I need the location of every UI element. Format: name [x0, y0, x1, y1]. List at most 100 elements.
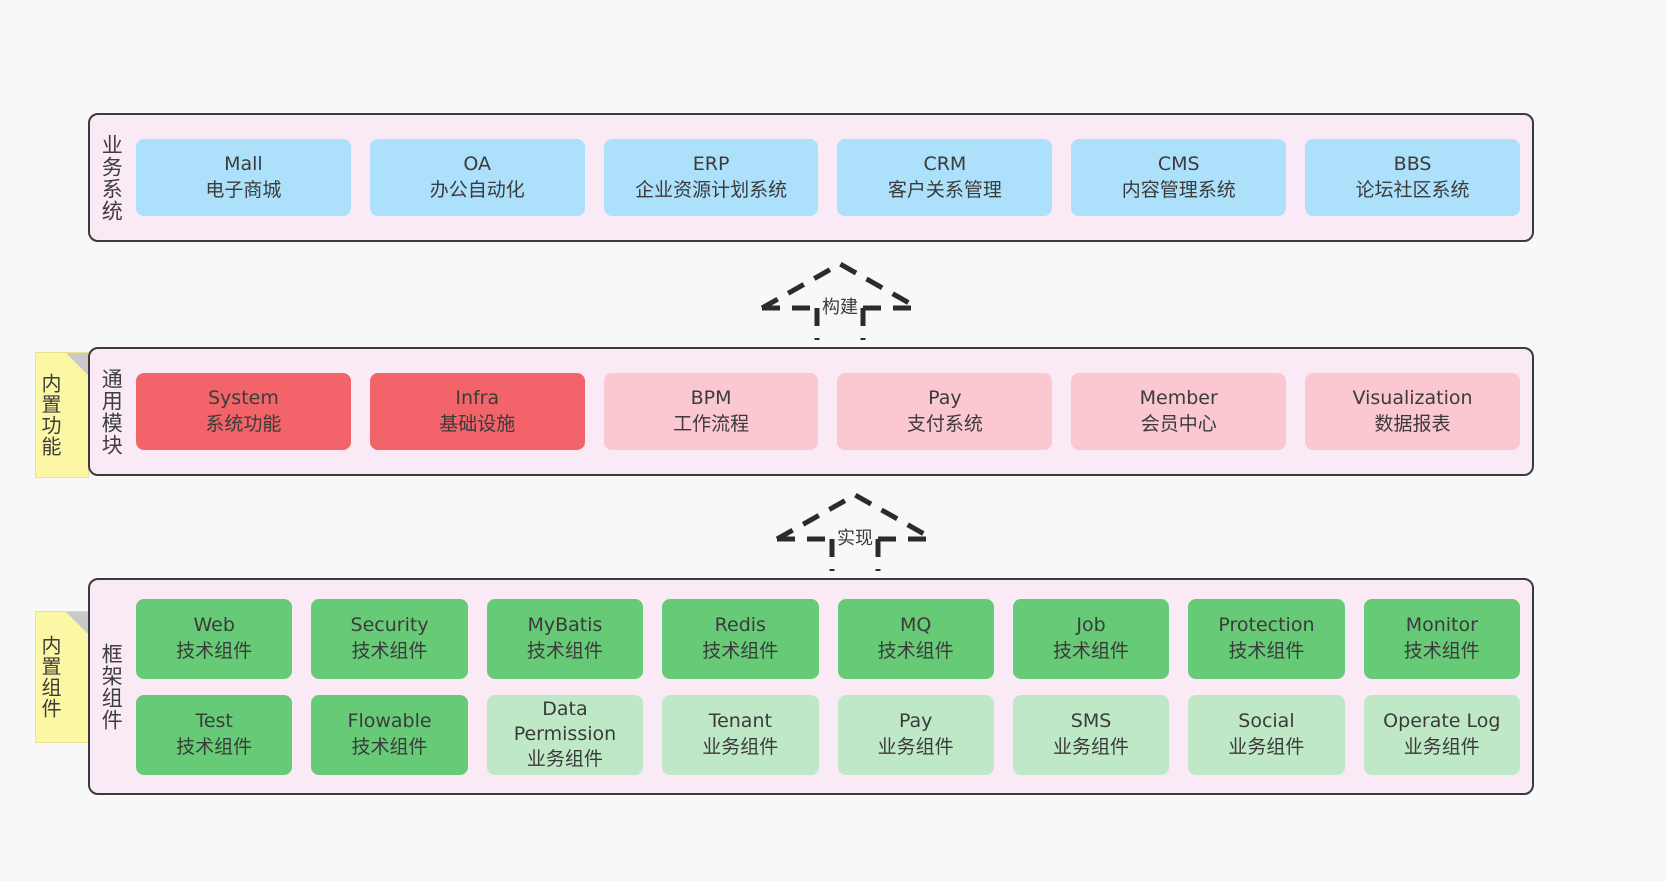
- card-mall[interactable]: Mall 电子商城: [136, 139, 351, 216]
- card-security[interactable]: Security 技术组件: [311, 598, 468, 679]
- card-title-cn: 业务组件: [1228, 735, 1305, 758]
- card-title-cn: 技术组件: [176, 735, 253, 758]
- card-crm[interactable]: CRM 客户关系管理: [837, 139, 1053, 216]
- card-monitor[interactable]: Monitor 技术组件: [1363, 598, 1520, 679]
- card-data-permission[interactable]: Data Permission 业务组件: [486, 694, 644, 775]
- dashed-hollow-up-arrow-icon: [760, 261, 920, 340]
- layer-common-body: System 系统功能 Infra 基础设施 BPM 工作流程 Pay 支付系统…: [132, 349, 1532, 474]
- card-title-cn: 业务组件: [877, 735, 954, 758]
- sticky-note-builtin-component: 内置组件: [36, 612, 88, 742]
- card-infra[interactable]: Infra 基础设施: [369, 373, 585, 450]
- card-title-cn: 技术组件: [1228, 639, 1305, 662]
- card-web[interactable]: Web 技术组件: [136, 598, 293, 679]
- card-mybatis[interactable]: MyBatis 技术组件: [486, 598, 644, 679]
- connector-implement: 实现: [772, 492, 938, 572]
- card-title-en: MQ: [900, 614, 932, 637]
- card-title-cn: 客户关系管理: [887, 178, 1002, 201]
- card-title-cn: 数据报表: [1374, 412, 1451, 435]
- framework-card-row-technical: Web 技术组件 Security 技术组件 MyBatis 技术组件 Redi…: [136, 598, 1520, 679]
- card-flowable[interactable]: Flowable 技术组件: [311, 694, 468, 775]
- layer-framework-title: 框架组件: [99, 642, 124, 731]
- card-title-en: Visualization: [1352, 387, 1473, 410]
- layer-business-body: Mall 电子商城 OA 办公自动化 ERP 企业资源计划系统 CRM 客户关系…: [132, 115, 1532, 240]
- card-title-cn: 工作流程: [673, 412, 750, 435]
- card-operate-log[interactable]: Operate Log 业务组件: [1363, 694, 1520, 775]
- card-title-cn: 技术组件: [877, 639, 954, 662]
- card-title-cn: 技术组件: [702, 639, 779, 662]
- card-title-cn: 技术组件: [1403, 639, 1480, 662]
- card-title-en: Mall: [224, 153, 263, 176]
- card-title-cn: 技术组件: [176, 639, 253, 662]
- card-title-cn: 技术组件: [526, 639, 603, 662]
- card-title-cn: 电子商城: [205, 178, 282, 201]
- card-oa[interactable]: OA 办公自动化: [369, 139, 585, 216]
- card-title-cn: 基础设施: [439, 412, 516, 435]
- card-title-en: Redis: [714, 614, 766, 637]
- sticky-note-label: 内置组件: [38, 635, 62, 719]
- common-card-row: System 系统功能 Infra 基础设施 BPM 工作流程 Pay 支付系统…: [136, 373, 1520, 450]
- card-title-en: ERP: [692, 153, 730, 176]
- card-title-en: SMS: [1070, 710, 1112, 733]
- card-title-en: Operate Log: [1383, 710, 1501, 733]
- card-title-en: Web: [193, 614, 235, 637]
- card-title-en: Protection: [1218, 614, 1315, 637]
- layer-common-title: 通用模块: [99, 367, 124, 456]
- card-member[interactable]: Member 会员中心: [1071, 373, 1287, 450]
- card-title-en: Infra: [455, 387, 500, 410]
- card-title-cn: 支付系统: [906, 412, 983, 435]
- card-title-en: Flowable: [347, 710, 432, 733]
- sticky-note-builtin-feature: 内置功能: [36, 353, 88, 477]
- connector-build-label: 构建: [822, 297, 858, 318]
- card-title-cn: 业务组件: [1403, 735, 1480, 758]
- card-title-en: Social: [1238, 710, 1295, 733]
- card-title-en: Data Permission: [513, 697, 617, 745]
- card-title-en: BBS: [1393, 153, 1432, 176]
- card-protection[interactable]: Protection 技术组件: [1188, 598, 1345, 679]
- card-title-cn: 企业资源计划系统: [635, 178, 788, 201]
- layer-framework-component: 框架组件 Web 技术组件 Security 技术组件 MyBatis 技术组件…: [88, 578, 1534, 795]
- layer-framework-body: Web 技术组件 Security 技术组件 MyBatis 技术组件 Redi…: [132, 580, 1532, 793]
- card-title-en: System: [207, 387, 279, 410]
- sticky-note-label: 内置功能: [38, 373, 62, 457]
- card-job[interactable]: Job 技术组件: [1012, 598, 1170, 679]
- card-title-en: OA: [463, 153, 492, 176]
- framework-card-row-business: Test 技术组件 Flowable 技术组件 Data Permission …: [136, 694, 1520, 775]
- card-title-en: MyBatis: [527, 614, 603, 637]
- card-title-cn: 业务组件: [702, 735, 779, 758]
- card-bpm[interactable]: BPM 工作流程: [603, 373, 819, 450]
- card-title-cn: 技术组件: [1053, 639, 1130, 662]
- card-title-en: Pay: [898, 710, 933, 733]
- card-system[interactable]: System 系统功能: [136, 373, 351, 450]
- layer-business-title: 业务系统: [99, 133, 124, 222]
- layer-common-module: 通用模块 System 系统功能 Infra 基础设施 BPM 工作流程 Pay…: [88, 347, 1534, 476]
- dashed-hollow-up-arrow-icon: [775, 492, 935, 571]
- card-title-en: Member: [1139, 387, 1218, 410]
- card-title-cn: 内容管理系统: [1121, 178, 1236, 201]
- sticky-fold-corner-icon: [66, 612, 88, 634]
- card-erp[interactable]: ERP 企业资源计划系统: [603, 139, 819, 216]
- card-title-en: Security: [350, 614, 429, 637]
- card-pay[interactable]: Pay 支付系统: [837, 373, 1053, 450]
- card-title-en: Tenant: [708, 710, 772, 733]
- card-social[interactable]: Social 业务组件: [1188, 694, 1345, 775]
- card-title-en: Pay: [928, 387, 962, 410]
- card-visualization[interactable]: Visualization 数据报表: [1305, 373, 1520, 450]
- card-redis[interactable]: Redis 技术组件: [662, 598, 819, 679]
- card-mq[interactable]: MQ 技术组件: [837, 598, 994, 679]
- card-bbs[interactable]: BBS 论坛社区系统: [1305, 139, 1520, 216]
- card-cms[interactable]: CMS 内容管理系统: [1071, 139, 1287, 216]
- card-title-cn: 办公自动化: [429, 178, 525, 201]
- card-title-en: Job: [1076, 614, 1106, 637]
- card-title-cn: 论坛社区系统: [1355, 178, 1470, 201]
- card-sms[interactable]: SMS 业务组件: [1012, 694, 1170, 775]
- layer-business-system: 业务系统 Mall 电子商城 OA 办公自动化 ERP 企业资源计划系统 CRM…: [88, 113, 1534, 242]
- card-title-en: BPM: [690, 387, 732, 410]
- card-pay-component[interactable]: Pay 业务组件: [837, 694, 994, 775]
- card-title-cn: 技术组件: [351, 735, 428, 758]
- sticky-fold-corner-icon: [66, 353, 88, 375]
- card-title-cn: 会员中心: [1140, 412, 1217, 435]
- card-test[interactable]: Test 技术组件: [136, 694, 293, 775]
- business-card-row: Mall 电子商城 OA 办公自动化 ERP 企业资源计划系统 CRM 客户关系…: [136, 139, 1520, 216]
- card-tenant[interactable]: Tenant 业务组件: [662, 694, 819, 775]
